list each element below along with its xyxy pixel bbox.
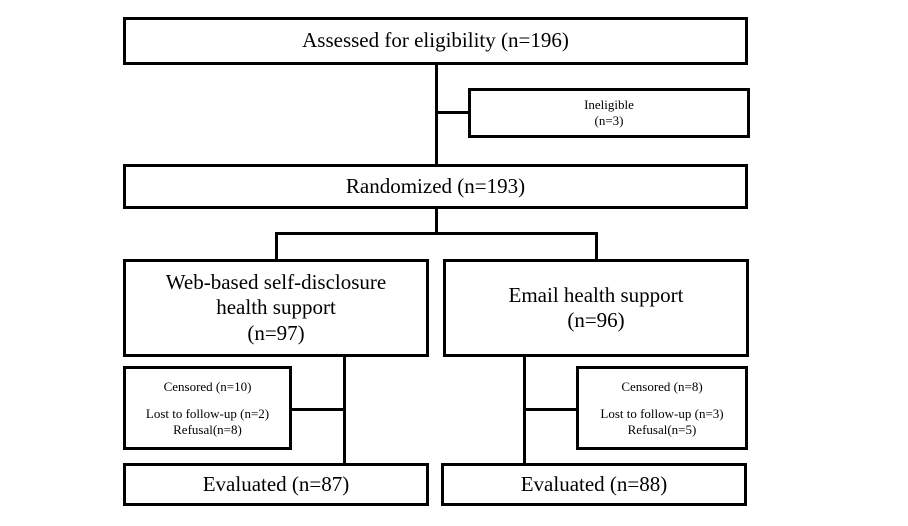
ineligible-label: Ineligible [584,97,634,113]
email-evaluated-label: Evaluated (n=88) [520,471,668,496]
web-evaluated-label: Evaluated (n=87) [202,471,350,496]
email-arm-count: (n=96) [567,308,625,332]
web-losses-box: Censored (n=10) Lost to follow-up (n=2) … [123,366,292,450]
connector-to-web-arm [275,232,278,260]
connector-to-ineligible [435,111,469,114]
randomized-box: Randomized (n=193) [123,164,748,209]
connector-randomized-down [435,208,438,234]
connector-web-losses [291,408,346,411]
randomized-label: Randomized (n=193) [345,173,526,198]
web-arm-line2: health support [216,295,336,320]
email-refusal: Refusal(n=5) [627,421,697,437]
web-arm-box: Web-based self-disclosure health support… [123,259,429,357]
assessed-label: Assessed for eligibility (n=196) [302,28,569,53]
web-refusal: Refusal(n=8) [173,421,242,437]
web-evaluated-box: Evaluated (n=87) [123,463,429,506]
connector-email-losses [523,408,577,411]
connector-to-email-arm [595,232,598,260]
email-lost-to-follow-up: Lost to follow-up (n=3) [600,406,724,422]
email-evaluated-box: Evaluated (n=88) [441,463,747,506]
connector-assessed-to-randomized [435,64,438,165]
ineligible-box: Ineligible (n=3) [468,88,750,138]
email-censored: Censored (n=8) [621,378,703,394]
email-arm-line1: Email health support [508,282,684,307]
web-censored: Censored (n=10) [163,378,252,394]
assessed-box: Assessed for eligibility (n=196) [123,17,748,65]
web-arm-line1: Web-based self-disclosure [165,270,387,295]
web-arm-count: (n=97) [247,320,305,345]
web-lost-to-follow-up: Lost to follow-up (n=2) [145,406,270,422]
ineligible-count: (n=3) [594,113,624,128]
connector-split-horizontal [275,232,598,235]
email-arm-box: Email health support (n=96) [443,259,749,357]
email-losses-box: Censored (n=8) Lost to follow-up (n=3) R… [576,366,748,450]
